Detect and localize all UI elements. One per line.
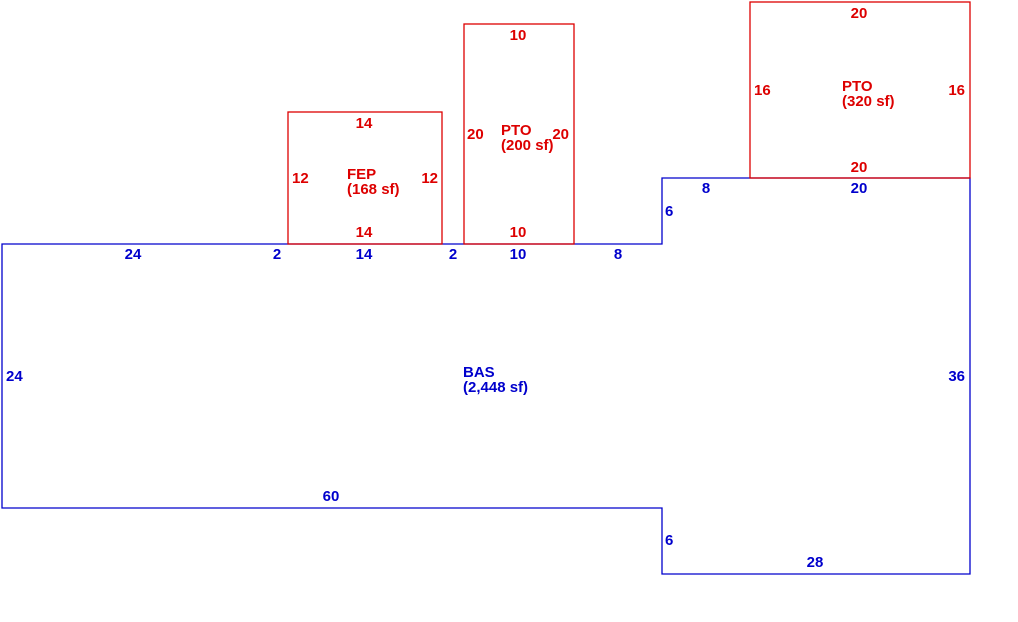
dim-bottom-right: 28 (807, 554, 824, 571)
dim-upper-right-top: 20 (851, 180, 868, 197)
pto-large-code-label: PTO (842, 78, 873, 95)
fep-dim-left: 12 (292, 170, 309, 187)
fep-area-label: (168 sf) (347, 181, 400, 198)
dim-step-up: 6 (665, 203, 673, 220)
fep-outline (287, 111, 443, 245)
pto-small-dim-right: 20 (552, 126, 569, 143)
dim-top-under-pto: 10 (510, 246, 527, 263)
base-dimension-labels: 24 2 14 2 10 8 24 60 6 8 20 36 6 28 (6, 180, 965, 571)
pto-small-dim-left: 20 (467, 126, 484, 143)
pto-small-dim-bottom: 10 (510, 224, 527, 241)
fep-dim-right: 12 (421, 170, 438, 187)
pto-large-dim-bottom: 20 (851, 159, 868, 176)
fep-dim-bottom: 14 (356, 224, 373, 241)
pto-small-labels: 10 20 20 10 PTO (200 sf) (467, 27, 569, 241)
dim-top-under-fep: 14 (356, 246, 373, 263)
dim-right-side: 36 (948, 368, 965, 385)
pto-large-labels: 20 16 16 20 PTO (320 sf) (754, 5, 965, 176)
fep-code-label: FEP (347, 166, 376, 183)
dim-left-side: 24 (6, 368, 23, 385)
pto-small-dim-top: 10 (510, 27, 527, 44)
fep-labels: 14 12 12 14 FEP (168 sf) (292, 115, 438, 241)
fep-dim-top: 14 (356, 115, 373, 132)
base-outline (1, 177, 971, 575)
dim-step-down: 6 (665, 532, 673, 549)
dim-top-left: 24 (125, 246, 142, 263)
pto-small-outline (463, 23, 575, 245)
pto-large-area-label: (320 sf) (842, 93, 895, 110)
pto-large-dim-left: 16 (754, 82, 771, 99)
base-code-label: BAS (463, 364, 495, 381)
pto-large-dim-top: 20 (851, 5, 868, 22)
pto-large-outline (749, 1, 971, 179)
dim-bottom-left: 60 (323, 488, 340, 505)
dim-top-right: 8 (614, 246, 622, 263)
pto-small-code-label: PTO (501, 122, 532, 139)
dim-upper-right-top-left: 8 (702, 180, 710, 197)
pto-large-dim-right: 16 (948, 82, 965, 99)
dim-top-gap-left: 2 (273, 246, 281, 263)
dim-top-gap-right: 2 (449, 246, 457, 263)
base-area-label: (2,448 sf) (463, 379, 528, 396)
pto-small-area-label: (200 sf) (501, 137, 554, 154)
